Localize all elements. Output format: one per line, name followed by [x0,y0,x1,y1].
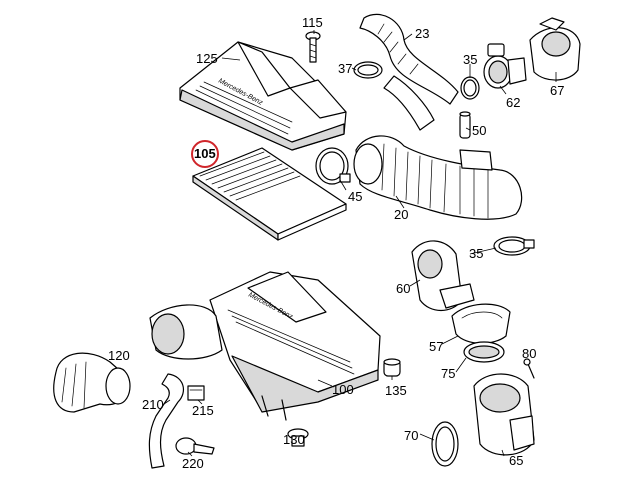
part-35-clamp-lower[interactable] [493,236,535,256]
part-105-filter-element[interactable] [192,147,347,241]
part-100-filter-housing[interactable]: Mercedes-Benz [149,271,381,421]
part-120-hose-elbow[interactable] [53,352,131,413]
part-35-clamp-upper[interactable] [460,76,480,100]
part-62-air-mass-sensor[interactable] [483,43,527,89]
callout-67[interactable]: 67 [550,83,565,98]
highlight-ring-105 [191,140,219,168]
part-80-screw[interactable] [523,358,535,379]
part-50-sleeve[interactable] [459,111,471,139]
callout-35-lower[interactable]: 35 [469,246,484,261]
part-23-intake-hose[interactable] [359,13,459,131]
callout-60[interactable]: 60 [396,281,411,296]
callout-50[interactable]: 50 [472,123,487,138]
part-135-grommet[interactable] [383,358,401,377]
callout-23[interactable]: 23 [415,26,430,41]
part-125-filter-cover[interactable]: Mercedes-Benz [179,41,347,151]
leader-lines [163,30,557,457]
callout-35-upper[interactable]: 35 [463,52,478,67]
part-57-seal[interactable] [451,303,511,344]
callout-62[interactable]: 62 [506,95,521,110]
callout-125[interactable]: 125 [196,51,218,66]
part-20-intake-duct[interactable] [353,135,523,220]
callout-130[interactable]: 130 [283,432,305,447]
callout-120[interactable]: 120 [108,348,130,363]
callout-57[interactable]: 57 [429,339,444,354]
callout-105[interactable]: 105 [194,146,216,161]
callout-65[interactable]: 65 [509,453,524,468]
part-220-strap[interactable] [175,437,215,455]
callout-20[interactable]: 20 [394,207,409,222]
callout-37[interactable]: 37 [338,61,353,76]
part-130-plug[interactable] [287,428,309,447]
part-115-bolt[interactable] [305,31,321,63]
callout-45[interactable]: 45 [348,189,363,204]
part-67-adapter[interactable] [529,17,581,81]
part-45-clamp[interactable] [315,147,351,185]
callout-100[interactable]: 100 [332,382,354,397]
callout-115[interactable]: 115 [302,15,323,30]
part-60-sensor[interactable] [411,240,475,312]
part-70-gasket-ring[interactable] [431,421,459,467]
part-75-ring[interactable] [463,341,505,363]
callout-70[interactable]: 70 [404,428,419,443]
part-215-clip[interactable] [187,385,205,401]
part-37-hose-clamp[interactable] [353,61,383,79]
part-65-throttle-housing[interactable] [473,373,535,456]
callout-75[interactable]: 75 [441,366,456,381]
callout-215[interactable]: 215 [192,403,214,418]
callout-210[interactable]: 210 [142,397,164,412]
callout-220[interactable]: 220 [182,456,204,471]
callout-80[interactable]: 80 [522,346,537,361]
part-210-hose[interactable] [148,373,185,469]
callout-135[interactable]: 135 [385,383,407,398]
